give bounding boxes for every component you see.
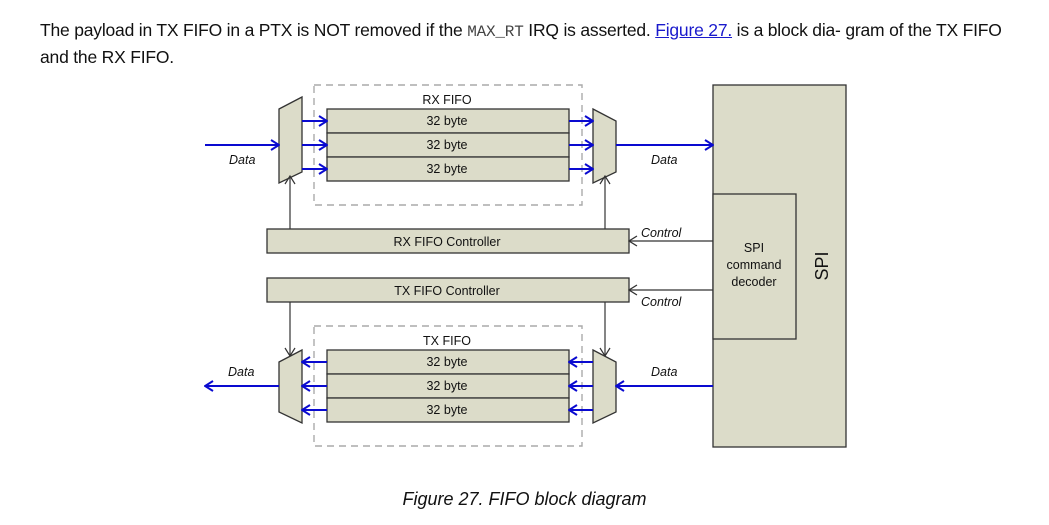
figure-caption: Figure 27. FIFO block diagram [402,489,647,509]
tx-fifo-controller: TX FIFO Controller [266,277,630,303]
control-label-rx: Control [641,226,683,240]
paragraph-text: IRQ is asserted. [523,20,656,40]
data-label-rx-in: Data [229,153,255,167]
tx-slot [326,349,570,375]
tx-slot [326,373,570,399]
tx-controller-label: TX FIFO Controller [394,284,500,298]
rx-demux [278,95,303,185]
paragraph-text: is a block dia- gram of the TX FIFO and … [40,20,1002,67]
tx-fifo-title: TX FIFO [423,334,471,348]
tx-slot-label: 32 byte [426,355,467,369]
decoder-line-2: command [727,258,782,272]
register-code: MAX_RT [467,23,524,41]
tx-slot-label: 32 byte [426,379,467,393]
rx-slot-label: 32 byte [426,114,467,128]
rx-controller-label: RX FIFO Controller [394,235,501,249]
rx-slot-label: 32 byte [426,138,467,152]
data-label-rx-out: Data [651,153,677,167]
rx-fifo-slots: 32 byte 32 byte 32 byte [326,108,570,182]
rx-fifo-title: RX FIFO [422,93,472,107]
tx-mux [278,348,303,425]
figure-link[interactable]: Figure 27. [655,20,733,40]
tx-demux [592,348,617,425]
control-label-tx: Control [641,295,683,309]
body-paragraph: The payload in TX FIFO in a PTX is NOT r… [40,18,1020,70]
rx-slot-label: 32 byte [426,162,467,176]
data-label-tx-out: Data [228,365,254,379]
paragraph-text: The payload in TX FIFO in a PTX is NOT r… [40,20,468,40]
data-label-tx-in: Data [651,365,677,379]
rx-mux [592,107,617,185]
decoder-line-3: decoder [731,275,776,289]
decoder-line-1: SPI [744,241,764,255]
tx-fifo-slots: 32 byte 32 byte 32 byte [326,349,570,423]
spi-command-decoder: SPI command decoder [712,193,797,340]
tx-slot-label: 32 byte [426,403,467,417]
spi-label: SPI [812,251,832,280]
rx-fifo-controller: RX FIFO Controller [266,228,630,254]
